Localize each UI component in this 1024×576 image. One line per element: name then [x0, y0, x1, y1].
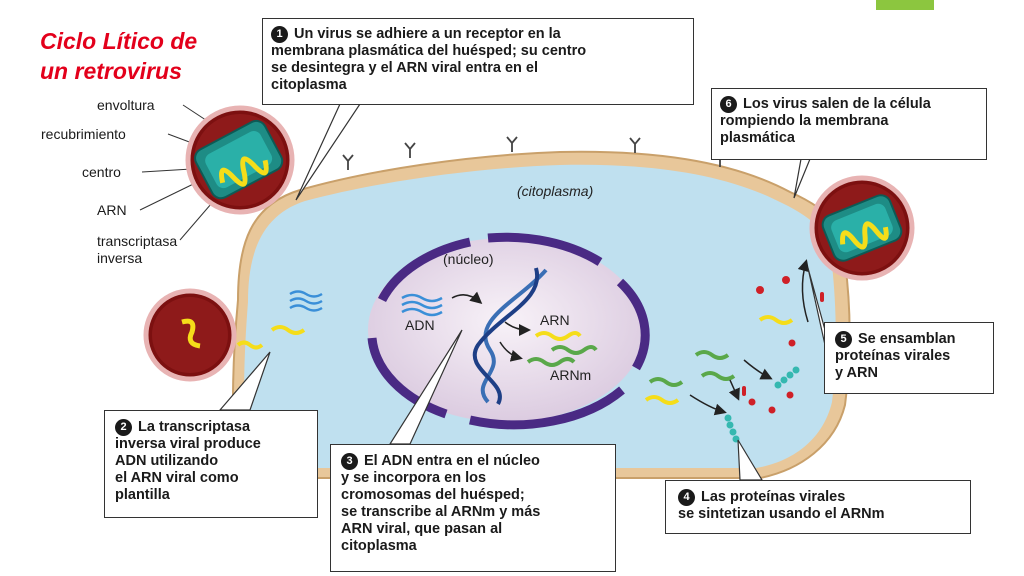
reverse-transcribed-dna: [289, 290, 323, 312]
cytoplasm-label: (citoplasma): [517, 183, 593, 199]
arrow-to-assembly: [743, 359, 773, 380]
host-chromosome-dna: [472, 267, 548, 405]
nucleus-label: (núcleo): [443, 251, 494, 267]
step-6-number: 6: [720, 96, 737, 113]
virus-fusing: [143, 288, 237, 382]
arrow-to-ribosome: [689, 394, 727, 416]
viral-mrna-cytoplasm: [648, 350, 736, 387]
viral-proteins: [742, 276, 824, 414]
label-centro: centro: [82, 164, 121, 180]
step-5-number: 5: [835, 331, 852, 348]
step-4-number: 4: [678, 489, 695, 506]
arrow-to-arn: [504, 321, 531, 336]
title-line-1: Ciclo Lítico de: [40, 28, 198, 54]
label-envoltura: envoltura: [97, 97, 155, 113]
rna-entering: [236, 340, 264, 350]
dna-label: ADN: [405, 317, 435, 333]
new-viral-rna: [534, 331, 582, 341]
arrow-to-exit: [797, 259, 810, 323]
title-line-2: un retrovirus: [40, 58, 182, 84]
arrow-to-arnm: [499, 341, 523, 362]
mrna-label: ARNm: [550, 367, 591, 383]
viral-dna-strands: [401, 293, 443, 317]
virus-diagram: [185, 105, 295, 215]
viral-rna-cytoplasm: [644, 395, 680, 405]
protein-chains: [724, 366, 800, 443]
corner-accent: [876, 0, 934, 10]
label-arn: ARN: [97, 202, 127, 218]
label-recubrimiento: recubrimiento: [41, 126, 126, 142]
arrow-dna-to-chromosome: [451, 291, 483, 304]
nuclear-envelope: [377, 237, 471, 303]
step-3-number: 3: [341, 453, 358, 470]
step-1-number: 1: [271, 26, 288, 43]
rna-label: ARN: [540, 312, 570, 328]
virus-budding: [809, 175, 915, 281]
diagram-title: Ciclo Lítico de un retrovirus: [40, 26, 240, 86]
label-inversa: inversa: [97, 250, 142, 266]
label-transcriptasa: transcriptasa: [97, 233, 177, 249]
step-2-number: 2: [115, 419, 132, 436]
new-mrna: [526, 357, 576, 367]
